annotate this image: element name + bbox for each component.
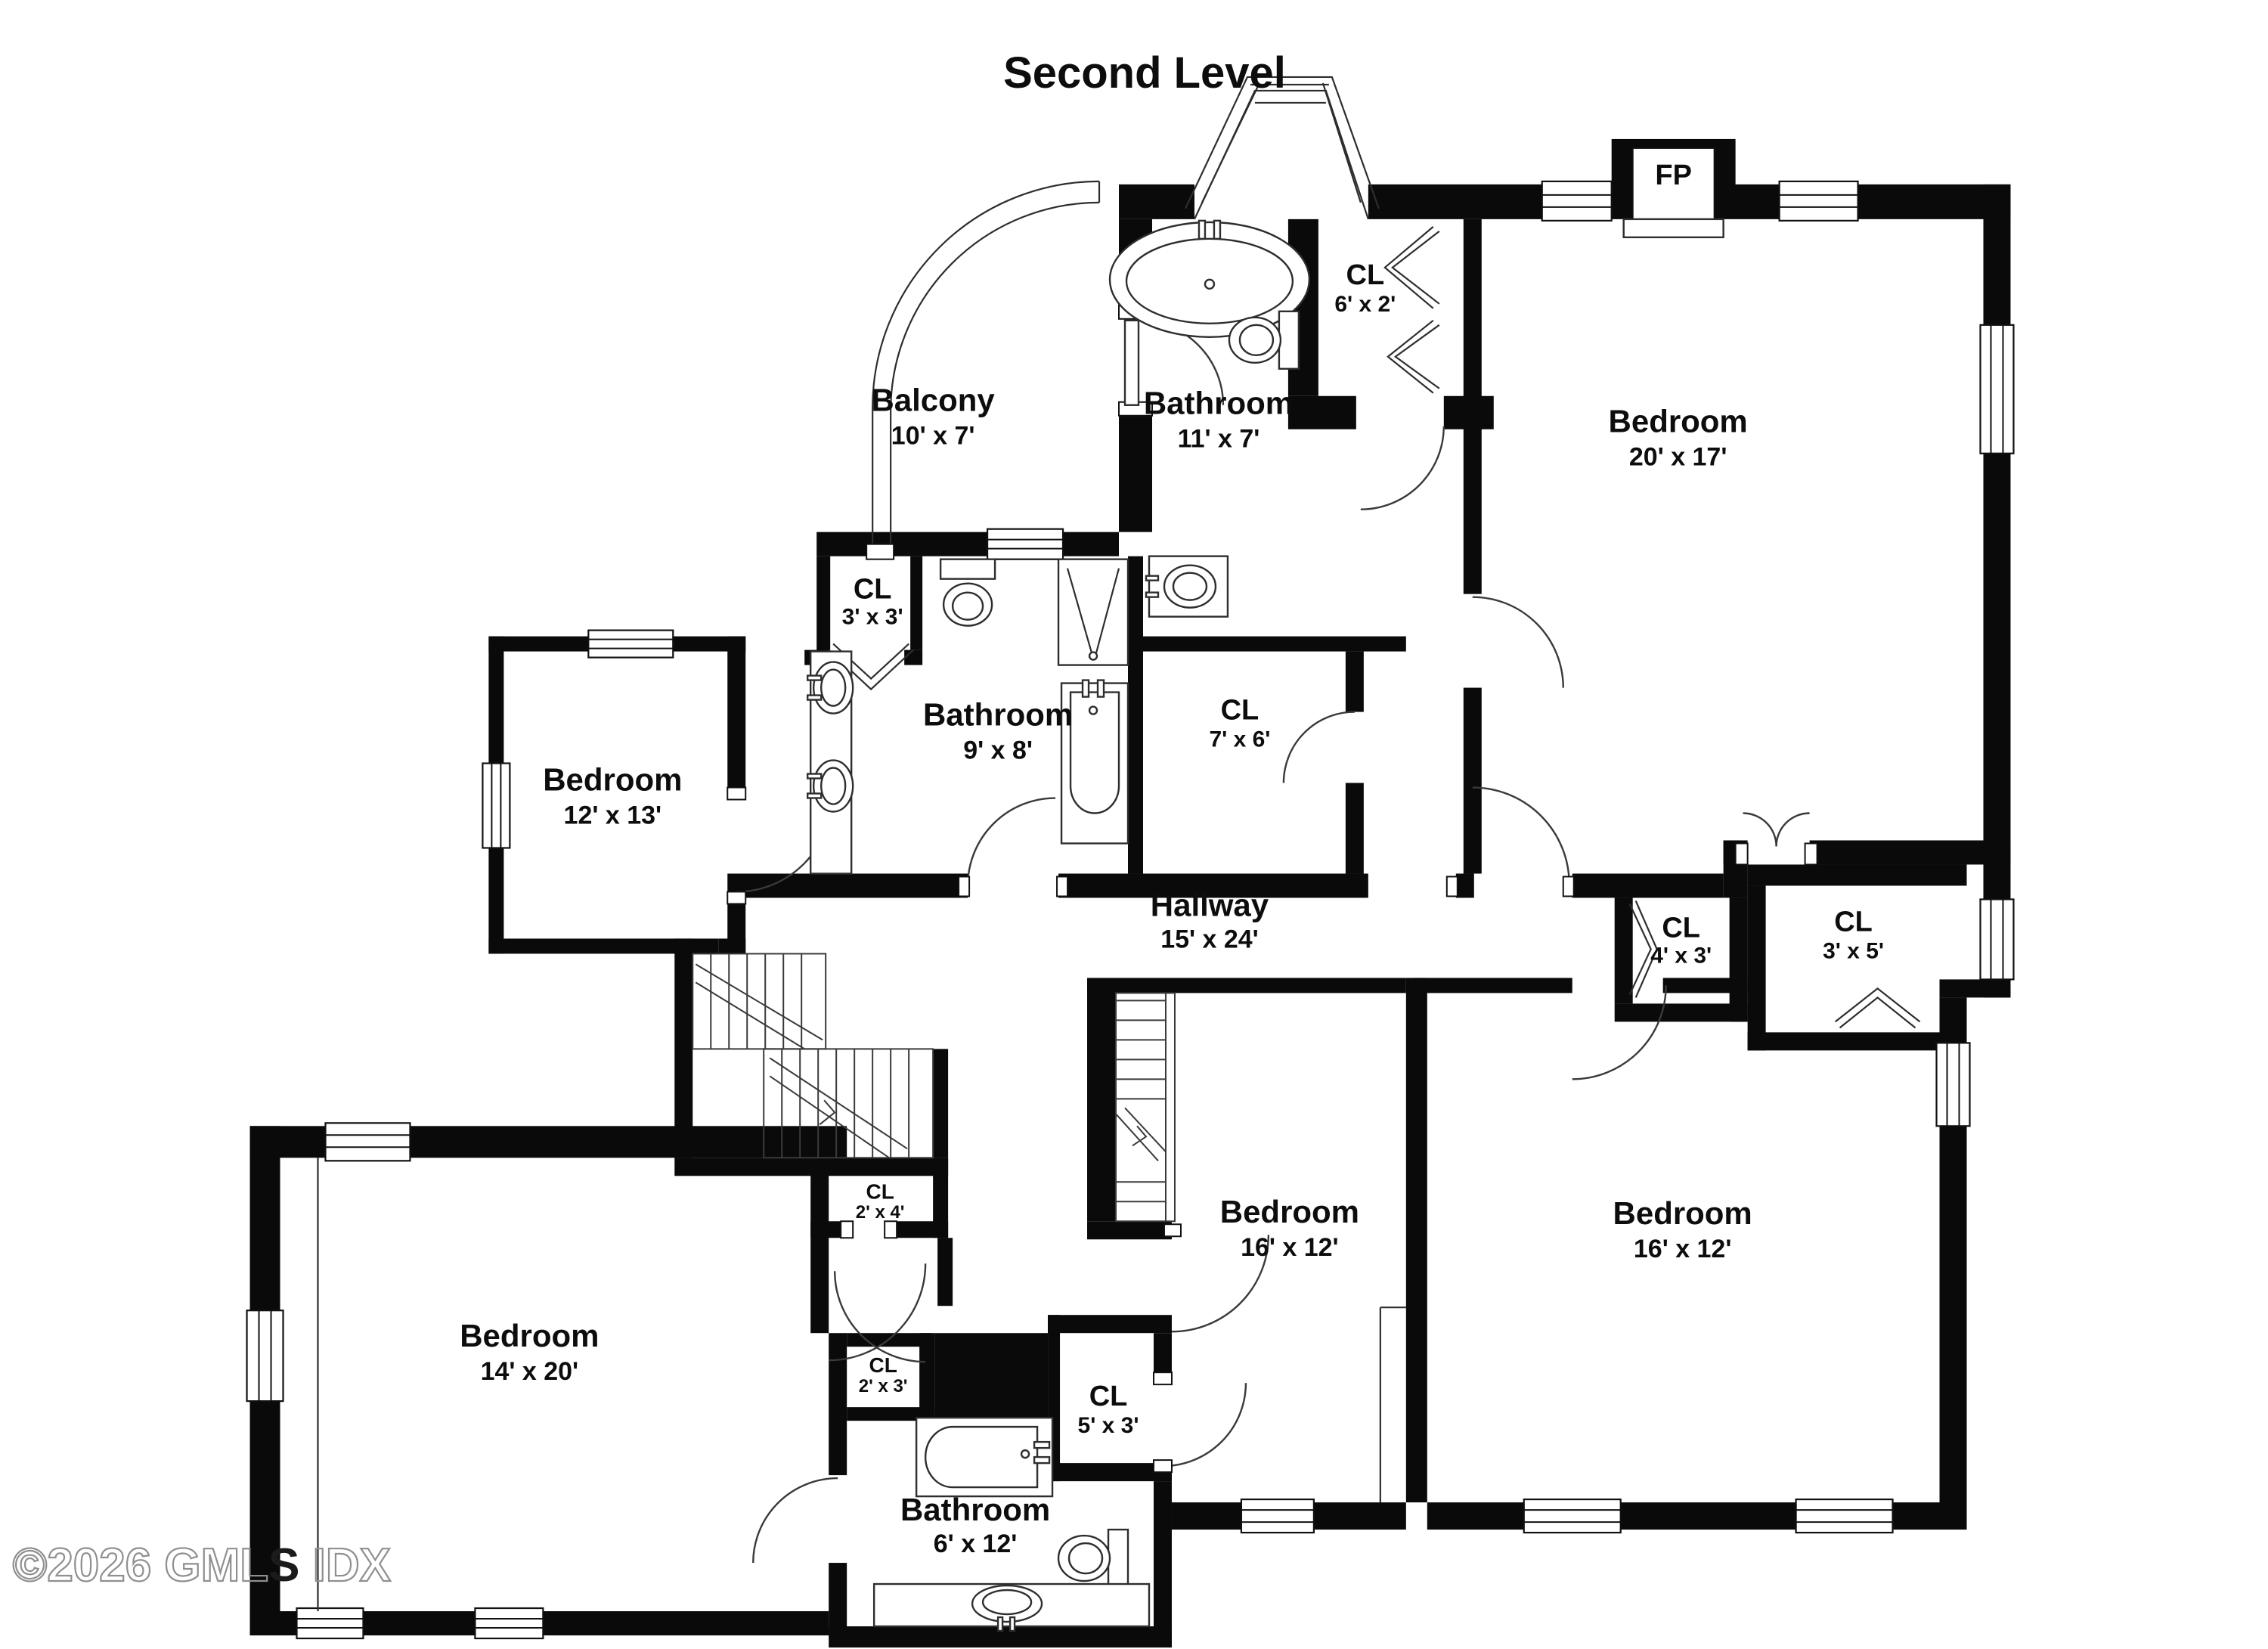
vanity-6x12 bbox=[872, 1582, 1151, 1632]
room-label-bathroom-6x12: Bathroom bbox=[900, 1492, 1050, 1527]
room-dims-bathroom-master: 11' x 7' bbox=[1178, 425, 1260, 454]
window bbox=[296, 1607, 364, 1640]
room-labels: Second Level Balcony 10' x 7' Bathroom 1… bbox=[460, 49, 1884, 1558]
bedroom-20x17-vestibule-door-arc bbox=[1472, 596, 1564, 688]
bathroom-9x8-door-arc bbox=[966, 797, 1056, 886]
room-label-closet-3x5: CL bbox=[1834, 906, 1873, 938]
closet-rod-3x5 bbox=[1834, 987, 1921, 1029]
page-title: Second Level bbox=[1003, 49, 1286, 98]
room-dims-closet-6x2: 6' x 2' bbox=[1334, 292, 1396, 317]
fixtures bbox=[317, 218, 1724, 1632]
window bbox=[986, 528, 1064, 560]
closet-rod-4x3 bbox=[1628, 900, 1658, 998]
room-dims-bedroom-20x17: 20' x 17' bbox=[1629, 443, 1727, 472]
toilet-9x8 bbox=[939, 558, 996, 627]
room-dims-bathroom-6x12: 6' x 12' bbox=[934, 1530, 1018, 1558]
room-dims-closet-5x3: 5' x 3' bbox=[1078, 1413, 1139, 1438]
room-label-closet-2x3: CL bbox=[869, 1353, 897, 1377]
room-label-closet-6x2: CL bbox=[1346, 259, 1385, 291]
room-label-closet-3x3: CL bbox=[854, 574, 892, 606]
room-dims-closet-3x3: 3' x 3' bbox=[842, 605, 903, 630]
window bbox=[1240, 1498, 1315, 1534]
room-dims-closet-3x5: 3' x 5' bbox=[1823, 938, 1884, 963]
room-label-bedroom-20x17: Bedroom bbox=[1609, 404, 1748, 439]
closet-7x6-door-arc bbox=[1282, 711, 1355, 783]
back-staircase bbox=[692, 953, 934, 1159]
double-closet-doors-arc bbox=[1743, 812, 1810, 847]
room-label-bathroom-9x8: Bathroom bbox=[923, 697, 1073, 733]
window bbox=[1523, 1498, 1622, 1534]
room-label-closet-4x3: CL bbox=[1662, 912, 1700, 944]
vestibule-door-arc-left bbox=[829, 1263, 927, 1362]
window bbox=[1935, 1042, 1971, 1127]
chimney-chase bbox=[934, 1333, 1049, 1421]
door-leaf bbox=[1123, 319, 1140, 406]
room-dims-bedroom-16x12-right: 16' x 12' bbox=[1634, 1235, 1732, 1263]
bathroom-6x12-door-arc bbox=[752, 1477, 838, 1564]
window bbox=[1979, 898, 2015, 981]
room-label-bedroom-16x12-left: Bedroom bbox=[1220, 1194, 1359, 1229]
bathtub-9x8 bbox=[1060, 679, 1129, 845]
closet-rod-6x2-lower bbox=[1387, 319, 1440, 394]
room-label-closet-7x6: CL bbox=[1221, 695, 1259, 727]
room-dims-bedroom-12x13: 12' x 13' bbox=[564, 801, 662, 830]
closet-rod-6x2-upper bbox=[1383, 226, 1440, 309]
window bbox=[1541, 180, 1613, 222]
vanity-vestibule bbox=[1145, 555, 1229, 618]
window bbox=[246, 1310, 284, 1403]
room-dims-balcony: 10' x 7' bbox=[891, 422, 975, 451]
room-label-hallway: Hallway bbox=[1151, 887, 1269, 922]
bedroom-16x12-left-door-arc bbox=[1171, 1235, 1270, 1333]
window bbox=[587, 629, 674, 659]
window bbox=[324, 1122, 411, 1162]
room-dims-bedroom-14x20: 14' x 20' bbox=[481, 1357, 579, 1386]
fireplace-hearth bbox=[1622, 218, 1724, 239]
room-dims-closet-2x3: 2' x 3' bbox=[859, 1376, 908, 1396]
room-label-balcony: Balcony bbox=[871, 383, 995, 418]
room-dims-closet-2x4: 2' x 4' bbox=[856, 1202, 905, 1223]
window bbox=[474, 1607, 544, 1640]
closet-5x3-door-arc bbox=[1162, 1383, 1247, 1468]
window bbox=[1795, 1498, 1894, 1534]
shower bbox=[1057, 558, 1129, 666]
windows bbox=[246, 180, 2015, 1640]
room-dims-closet-7x6: 7' x 6' bbox=[1209, 727, 1270, 752]
bay-window bbox=[1184, 76, 1380, 220]
room-dims-closet-4x3: 4' x 3' bbox=[1650, 943, 1712, 968]
toilet-6x12 bbox=[1057, 1528, 1129, 1589]
bedroom-20x17-hall-door-arc bbox=[1472, 786, 1570, 885]
bedroom-16x12-right-door-arc bbox=[1572, 985, 1667, 1080]
main-staircase bbox=[1115, 992, 1176, 1223]
room-label-bedroom-16x12-right: Bedroom bbox=[1613, 1195, 1752, 1231]
room-dims-bedroom-16x12-left: 16' x 12' bbox=[1241, 1233, 1338, 1262]
freestanding-tub bbox=[1108, 219, 1311, 338]
window bbox=[482, 762, 511, 849]
vestibule-door-arc-right bbox=[833, 1271, 926, 1363]
room-label-closet-2x4: CL bbox=[866, 1179, 894, 1203]
room-label-fireplace: FP bbox=[1655, 160, 1692, 191]
room-dims-bathroom-9x8: 9' x 8' bbox=[963, 736, 1033, 765]
room-label-bathroom-master: Bathroom bbox=[1144, 386, 1294, 421]
closet-partition-line bbox=[1379, 1306, 1406, 1503]
room-label-bedroom-12x13: Bedroom bbox=[543, 762, 682, 798]
watermark: ©2026 GMLS IDX bbox=[13, 1539, 391, 1592]
toilet-master bbox=[1228, 310, 1300, 370]
room-label-closet-5x3: CL bbox=[1089, 1381, 1128, 1412]
vanity-9x8 bbox=[806, 650, 854, 875]
doors bbox=[727, 304, 1818, 1564]
fireplace-niche bbox=[1631, 147, 1715, 220]
balcony-railing bbox=[866, 180, 1101, 560]
room-label-bedroom-14x20: Bedroom bbox=[460, 1318, 599, 1353]
window bbox=[1778, 180, 1859, 222]
bathtub-6x12 bbox=[915, 1416, 1054, 1498]
room-dims-hallway: 15' x 24' bbox=[1160, 925, 1258, 953]
window bbox=[1979, 324, 2015, 454]
closet-6x2-door-arc bbox=[1360, 426, 1445, 510]
